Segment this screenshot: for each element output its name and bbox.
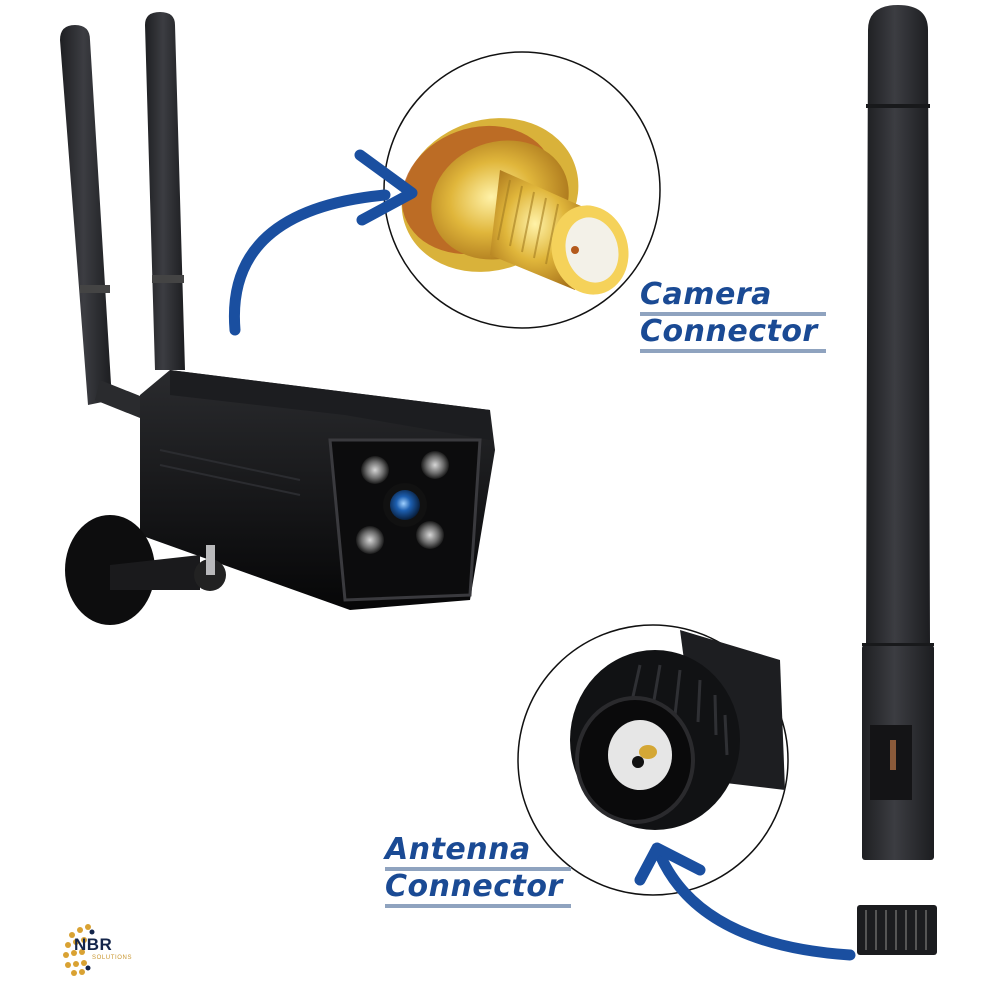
camera-connector-label-line1: Camera bbox=[640, 278, 826, 316]
camera-wall-mount bbox=[65, 515, 226, 625]
camera-antenna-right bbox=[145, 12, 185, 370]
camera-connector-zoom-circle bbox=[383, 51, 661, 329]
antenna-connector-label: Antenna Connector bbox=[385, 833, 571, 908]
antenna-product bbox=[857, 5, 937, 955]
camera-connector-label-line2: Connector bbox=[640, 315, 826, 353]
nbr-logo-globe bbox=[63, 924, 95, 976]
antenna-connector-zoom-circle bbox=[517, 624, 789, 896]
arrow-to-camera-connector bbox=[228, 149, 418, 336]
antenna-connector-label-line1: Antenna bbox=[385, 833, 571, 871]
antenna-connector-label-line2: Connector bbox=[385, 870, 571, 908]
nbr-logo-name: NBR bbox=[74, 935, 113, 954]
camera-antenna-left bbox=[60, 25, 112, 405]
camera-connector-label: Camera Connector bbox=[640, 278, 826, 353]
nbr-logo-subtitle: SOLUTIONS bbox=[92, 955, 133, 961]
bullet-camera bbox=[140, 370, 495, 610]
arrow-to-antenna-connector bbox=[634, 842, 856, 961]
